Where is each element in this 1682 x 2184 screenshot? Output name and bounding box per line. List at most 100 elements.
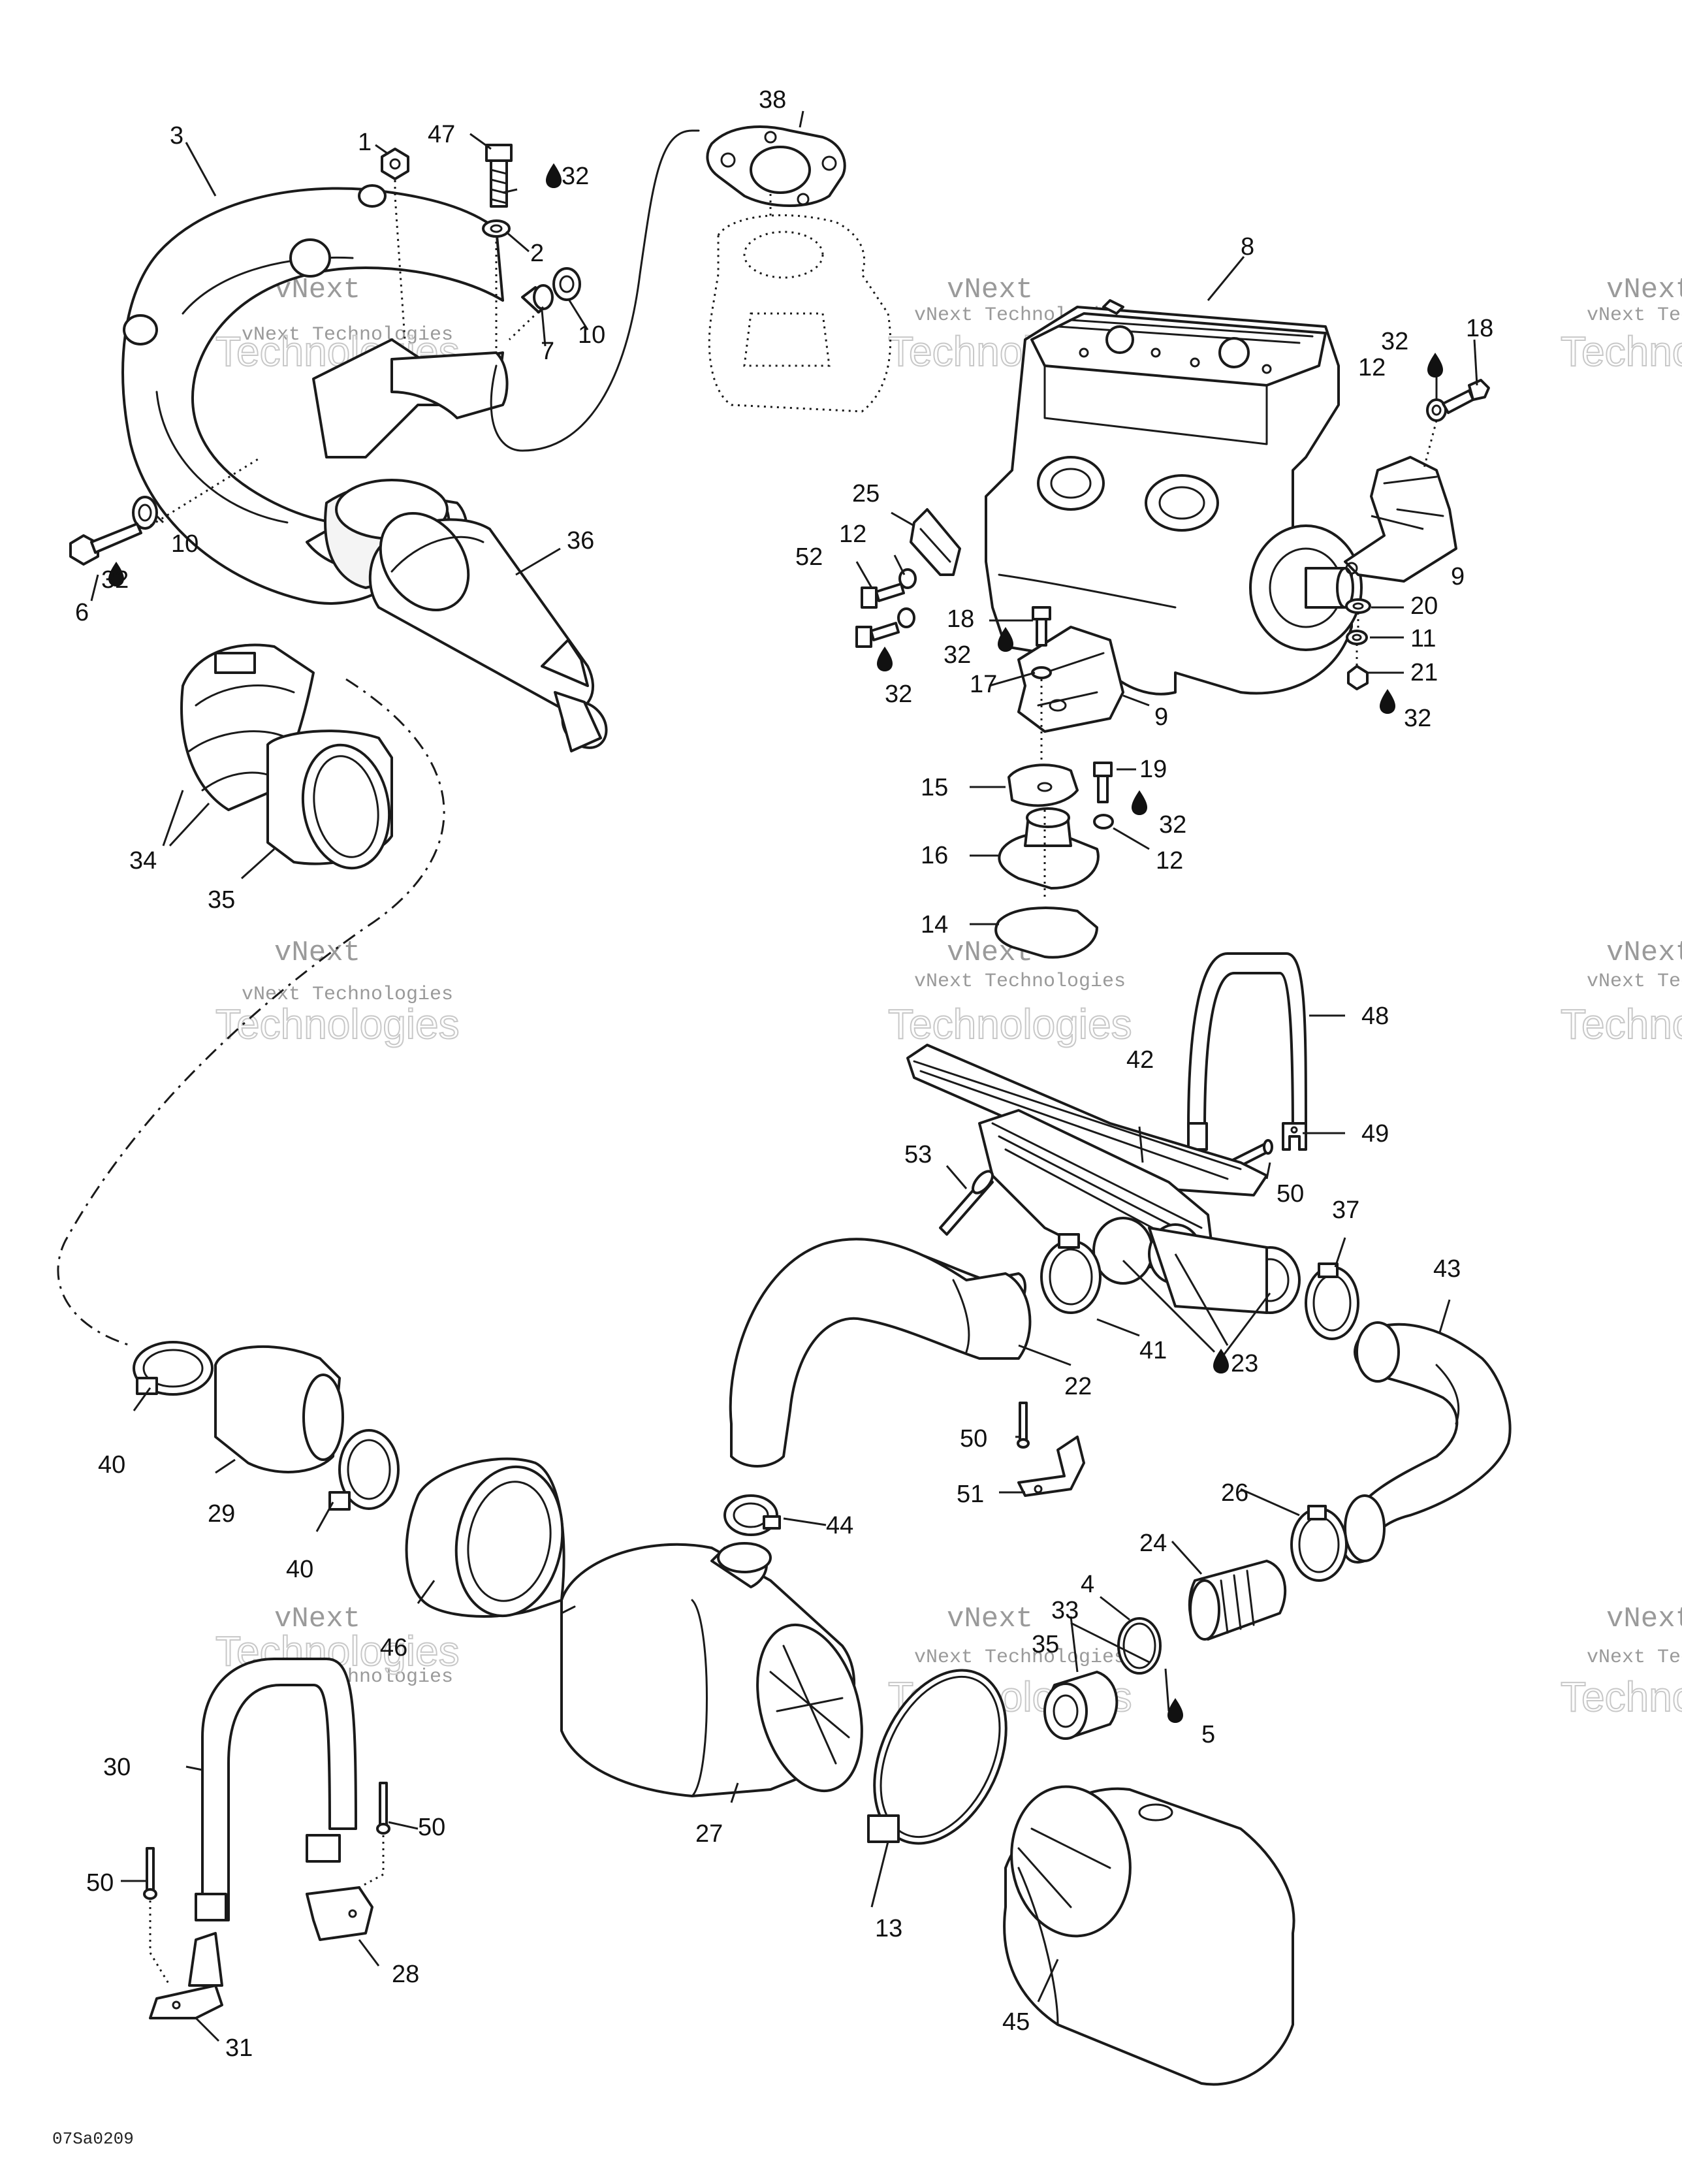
callout-12-upper: 12 — [839, 521, 866, 548]
callout-25: 25 — [852, 480, 880, 507]
grommet-part-10-left — [132, 496, 158, 530]
clamp-part-40-lower — [328, 1429, 400, 1511]
callout-24: 24 — [1139, 1530, 1167, 1557]
watermark-mid-center: vNext vNext Technologies Technologies — [887, 937, 1133, 1048]
svg-text:Technologies: Technologies — [888, 1001, 1132, 1048]
svg-text:Technolo: Technolo — [1561, 1001, 1682, 1048]
svg-text:vNext Technologies: vNext Technologies — [242, 324, 453, 346]
clamp-part-44 — [723, 1494, 781, 1536]
drop-symbol-top — [546, 163, 562, 188]
callout-33: 33 — [1051, 1597, 1079, 1624]
bracket-part-51 — [1017, 1436, 1085, 1497]
bolt-part-18-right — [1442, 379, 1490, 414]
callout-5: 5 — [1201, 1721, 1215, 1748]
callout-50-mid: 50 — [960, 1425, 987, 1453]
callout-47: 47 — [428, 121, 455, 148]
strap-part-30 — [195, 1658, 357, 1921]
watermark-mid-left: vNext vNext Technologies Technologies — [215, 937, 460, 1048]
svg-text:Technologies: Technologies — [215, 1001, 460, 1048]
callout-9-right: 9 — [1451, 563, 1465, 590]
drop-symbol-19 — [1132, 790, 1147, 815]
strap-bracket-part-49 — [1282, 1122, 1307, 1151]
callout-51: 51 — [957, 1481, 984, 1508]
connector-tube-part-29 — [214, 1345, 344, 1473]
callout-20: 20 — [1410, 592, 1438, 620]
washer-part-11 — [1346, 630, 1368, 645]
svg-text:Technolo: Technolo — [1561, 1673, 1682, 1720]
svg-text:vNext: vNext — [1606, 274, 1682, 306]
nut-part-1 — [381, 148, 409, 180]
callout-38: 38 — [759, 86, 786, 114]
drop-symbol-right-top — [1427, 353, 1443, 377]
callout-7: 7 — [541, 338, 554, 365]
svg-text:vNext: vNext — [947, 1603, 1033, 1635]
callout-labels: 3 1 47 32 2 7 10 10 32 6 36 34 35 38 8 3… — [75, 86, 1493, 2062]
clamp-part-40-upper — [133, 1341, 214, 1396]
bolt-part-18-front — [1032, 606, 1051, 647]
callout-8: 8 — [1241, 233, 1254, 261]
rubber-mount-part-16 — [998, 807, 1100, 890]
rivet-part-50-left — [143, 1847, 157, 1900]
callout-26: 26 — [1221, 1479, 1248, 1507]
bolt-part-52-upper — [861, 583, 905, 609]
bolt-part-19 — [1093, 762, 1113, 803]
callout-53: 53 — [904, 1141, 932, 1168]
callout-32-left: 32 — [101, 566, 129, 594]
callout-48: 48 — [1361, 1003, 1389, 1030]
hose-part-43 — [1341, 1321, 1512, 1564]
sleeve-part-46 — [405, 1457, 565, 1618]
spacer-part-7 — [521, 284, 554, 313]
watermark-top-right: vNext vNext Tech Technolo — [1560, 274, 1682, 376]
callout-49: 49 — [1361, 1120, 1389, 1148]
washer-pair-part-12 — [897, 568, 917, 628]
svg-text:vNext Technologies: vNext Technologies — [914, 971, 1126, 993]
callout-1: 1 — [358, 129, 372, 156]
callout-19: 19 — [1139, 756, 1167, 783]
callout-50-left: 50 — [86, 1869, 114, 1897]
engine-mount-bracket-9-front — [1017, 626, 1124, 733]
callout-50-top: 50 — [1277, 1180, 1304, 1208]
gasket-part-38 — [706, 125, 846, 207]
drop-symbol-5 — [1167, 1698, 1183, 1723]
washer-part-20 — [1345, 598, 1371, 614]
callout-28: 28 — [392, 1961, 419, 1988]
callout-43: 43 — [1433, 1255, 1461, 1283]
hose-part-22 — [729, 1238, 1032, 1468]
callout-32-19: 32 — [1159, 811, 1186, 839]
callout-29: 29 — [208, 1500, 235, 1528]
rivet-part-50-right — [376, 1782, 390, 1835]
drop-symbol-18 — [998, 627, 1013, 652]
bolt-part-6 — [69, 522, 142, 566]
callout-15: 15 — [921, 774, 948, 801]
callout-35-top: 35 — [208, 886, 235, 914]
callout-10-left: 10 — [171, 530, 198, 558]
svg-text:vNext Tech: vNext Tech — [1587, 304, 1682, 327]
intake-manifold-part-42 — [906, 1044, 1301, 1314]
callout-12-right: 12 — [1358, 354, 1386, 381]
svg-text:vNext: vNext — [1606, 937, 1682, 969]
washer-part-17 — [1031, 666, 1052, 679]
callout-45: 45 — [1002, 2008, 1030, 2036]
callout-52: 52 — [795, 543, 823, 571]
drop-symbol-23 — [1213, 1349, 1229, 1373]
callout-46: 46 — [380, 1634, 407, 1662]
svg-text:Technolo: Technolo — [1561, 328, 1682, 375]
leader-lines — [90, 110, 1478, 2042]
svg-text:vNext Tech: vNext Tech — [1587, 971, 1682, 993]
callout-36: 36 — [567, 527, 594, 554]
washer-part-12-lower — [1093, 814, 1114, 829]
callout-35-low: 35 — [1032, 1631, 1059, 1658]
bracket-part-28 — [306, 1886, 373, 1941]
callout-6: 6 — [75, 599, 89, 626]
callout-2: 2 — [530, 240, 544, 267]
callout-13: 13 — [875, 1915, 902, 1942]
bolt-part-52-lower — [855, 622, 900, 648]
callout-32-52: 32 — [885, 681, 912, 708]
callout-17: 17 — [970, 671, 997, 698]
drop-symbol-52 — [877, 647, 893, 671]
engine-part-8 — [985, 299, 1363, 696]
callout-42: 42 — [1126, 1046, 1154, 1074]
adapter-part-24 — [1188, 1560, 1287, 1641]
callout-40-lower: 40 — [286, 1556, 313, 1583]
